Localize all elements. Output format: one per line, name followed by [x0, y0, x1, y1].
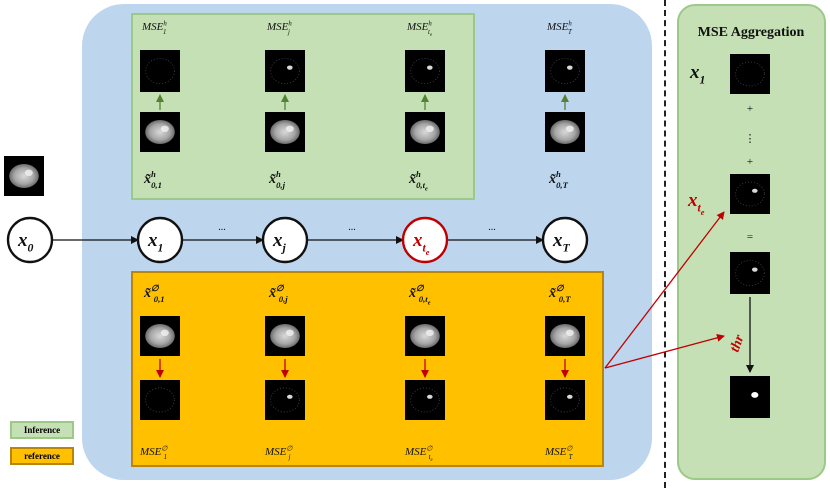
- node-xj: [261, 216, 309, 264]
- recon-h-image: [140, 112, 180, 152]
- recon-0-label: x̃∅0,j: [268, 283, 288, 304]
- recon-h-image: [405, 112, 445, 152]
- node-xte: [401, 216, 449, 264]
- agg-arrow-thr: [604, 333, 725, 369]
- mse-0-label: MSE∅te: [404, 445, 433, 463]
- mse-0-image: [265, 380, 305, 420]
- legend-reference: reference: [10, 447, 74, 465]
- recon-0-image: [545, 316, 585, 356]
- mse-h-image: [140, 50, 180, 92]
- node-label-xte: xte: [412, 230, 430, 257]
- agg-equals: =: [747, 231, 753, 243]
- chain-ellipsis: ...: [488, 222, 496, 233]
- mse-h-image: [545, 50, 585, 92]
- aggregation-title: MSE Aggregation: [698, 25, 805, 40]
- node-x1: [136, 216, 184, 264]
- recon-0-label: x̃∅0,te: [408, 283, 431, 306]
- legend-reference-label: reference: [24, 451, 60, 461]
- node-x0: [6, 216, 54, 264]
- agg-arrow-xte: [604, 211, 725, 369]
- mse-h-image: [265, 50, 305, 92]
- recon-h-image: [545, 112, 585, 152]
- recon-0-image: [265, 316, 305, 356]
- agg-plus: +: [747, 103, 753, 115]
- agg-mask-image: [730, 376, 770, 418]
- inference-box: [131, 13, 475, 200]
- mse-0-label: MSE∅1: [139, 445, 168, 461]
- mse-0-image: [140, 380, 180, 420]
- recon-0-image: [140, 316, 180, 356]
- legend-inference-label: Inference: [23, 425, 61, 435]
- agg-label-xte: xte: [687, 190, 705, 217]
- mse-0-label: MSE∅T: [544, 445, 574, 461]
- reference-box: [131, 271, 604, 467]
- recon-h-image: [265, 112, 305, 152]
- threshold-label: thr: [728, 332, 748, 354]
- agg-sum-image: [730, 252, 770, 294]
- mse-0-image: [545, 380, 585, 420]
- mse-0-image: [405, 380, 445, 420]
- node-xT: [541, 216, 589, 264]
- recon-0-label: x̃∅0,1: [143, 283, 165, 304]
- recon-0-image: [405, 316, 445, 356]
- dashed-divider: [664, 0, 666, 488]
- node-label-x1: x1: [147, 230, 163, 255]
- recon-0-label: x̃∅0,T: [548, 283, 571, 304]
- node-label-x0: x0: [17, 230, 34, 255]
- agg-label-x1: x1: [689, 62, 705, 87]
- chain-ellipsis: ...: [218, 222, 226, 233]
- node-label-xj: xj: [272, 230, 287, 255]
- legend-inference: Inference: [10, 421, 74, 439]
- mse-h-image: [405, 50, 445, 92]
- node-label-xT: xT: [552, 230, 571, 255]
- agg-mse-xte: [730, 174, 770, 214]
- agg-dots: ⋮: [745, 133, 756, 145]
- agg-mse-x1: [730, 54, 770, 94]
- input-image-x0: [4, 156, 44, 196]
- agg-plus: +: [747, 156, 753, 168]
- mse-0-label: MSE∅j: [264, 445, 293, 461]
- chain-ellipsis: ...: [348, 222, 356, 233]
